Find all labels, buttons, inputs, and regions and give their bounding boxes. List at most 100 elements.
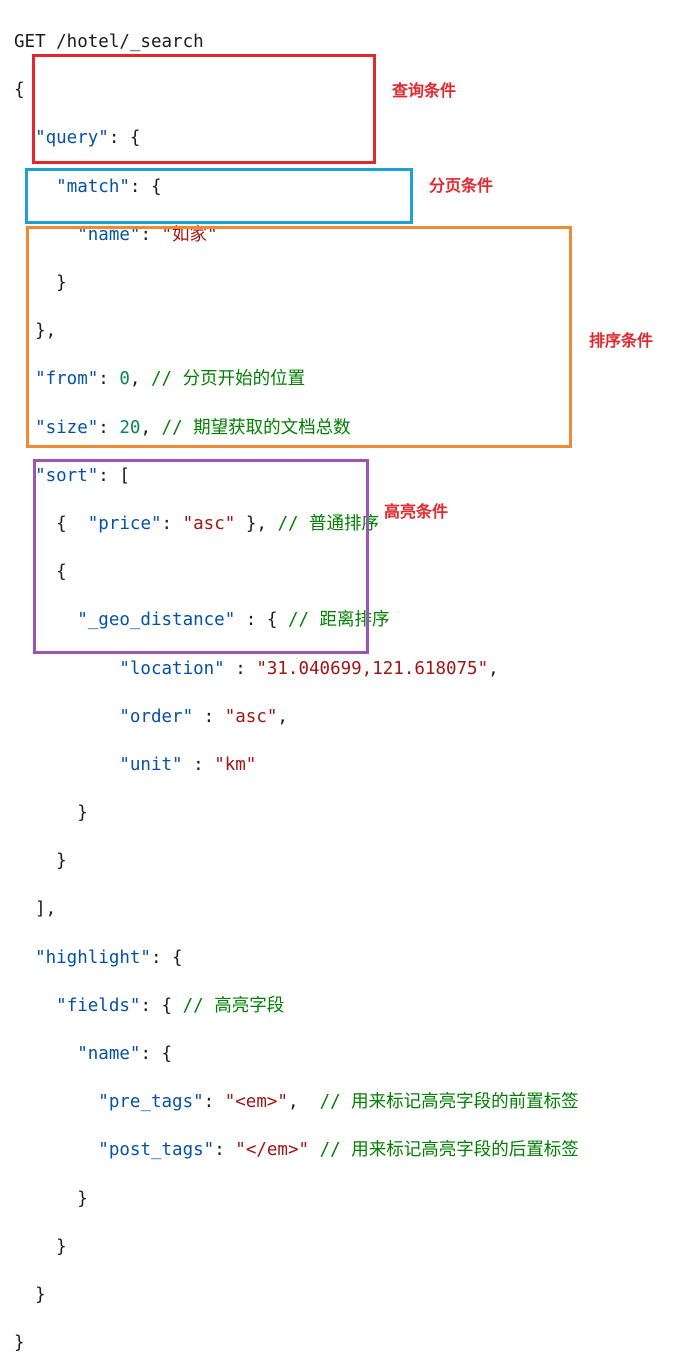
code-line-11: { "price": "asc" }, // 普通排序 — [14, 512, 579, 536]
code-line-18: } — [14, 849, 579, 873]
code-line-12: { — [14, 560, 579, 584]
price-value: "asc" — [182, 513, 236, 534]
highlight-section-box — [33, 459, 369, 654]
open-brace: { — [56, 562, 67, 583]
code-line-23: "pre_tags": "<em>", // 用来标记高亮字段的前置标签 — [14, 1090, 579, 1114]
highlight-key: "highlight" — [35, 947, 151, 968]
close-bracket: ], — [35, 899, 57, 920]
order-key: "order" — [119, 706, 194, 727]
close-brace: } — [35, 1284, 46, 1305]
punct: { — [56, 513, 88, 534]
punct: : { — [150, 947, 183, 968]
code-line-14: "location" : "31.040699,121.618075", — [14, 657, 579, 681]
code-line-6: } — [14, 271, 579, 295]
punct: : — [182, 754, 215, 775]
code-line-3: "query": { — [14, 126, 579, 150]
punct: }, — [235, 513, 278, 534]
code-line-21: "fields": { // 高亮字段 — [14, 994, 579, 1018]
query-condition-label: 查询条件 — [392, 81, 457, 100]
name-value: "如家" — [161, 224, 218, 245]
code-line-13: "_geo_distance" : { // 距离排序 — [14, 608, 579, 632]
post-tags-value: "</em>" — [235, 1140, 310, 1161]
code-line-1: GET /hotel/_search — [14, 30, 579, 54]
from-value: 0 — [119, 369, 130, 390]
match-key: "match" — [56, 176, 130, 197]
geo-distance-key: "_geo_distance" — [77, 610, 236, 631]
code-line-9: "size": 20, // 期望获取的文档总数 — [14, 416, 579, 440]
sort-section-box — [26, 226, 572, 448]
query-section-box — [32, 54, 376, 164]
punct: : — [98, 369, 120, 390]
close-brace: } — [56, 273, 67, 294]
punct: : — [224, 658, 257, 679]
punct: : { — [129, 176, 162, 197]
from-comment: // 分页开始的位置 — [151, 369, 306, 390]
close-brace: } — [56, 851, 67, 872]
pre-tags-key: "pre_tags" — [98, 1092, 204, 1113]
punct: : [ — [98, 465, 130, 486]
punct: , — [140, 417, 162, 438]
punct: : — [98, 417, 120, 438]
name-key: "name" — [77, 224, 141, 245]
request-line: GET /hotel/_search — [14, 32, 204, 53]
punct: : { — [108, 128, 141, 149]
query-key: "query" — [35, 128, 109, 149]
pre-tags-value: "<em>" — [224, 1092, 288, 1113]
pagination-section-box — [25, 168, 413, 224]
code-line-26: } — [14, 1235, 579, 1259]
code-line-27: } — [14, 1283, 579, 1307]
post-tags-key: "post_tags" — [98, 1140, 215, 1161]
pagination-condition-label: 分页条件 — [429, 176, 494, 195]
close-brace: } — [77, 803, 88, 824]
punct: : { — [235, 610, 288, 631]
open-brace: { — [14, 80, 25, 101]
order-value: "asc" — [224, 706, 278, 727]
code-line-4: "match": { — [14, 175, 579, 199]
close-brace: } — [56, 1236, 67, 1257]
pre-tags-comment: // 用来标记高亮字段的前置标签 — [319, 1092, 579, 1113]
close-brace: } — [77, 1188, 88, 1209]
code-line-24: "post_tags": "</em>" // 用来标记高亮字段的后置标签 — [14, 1138, 579, 1162]
code-line-17: } — [14, 801, 579, 825]
price-key: "price" — [87, 513, 162, 534]
code-line-7: }, — [14, 319, 579, 343]
punct: : — [161, 513, 183, 534]
close-brace: }, — [35, 321, 57, 342]
code-line-22: "name": { — [14, 1042, 579, 1066]
code-line-16: "unit" : "km" — [14, 753, 579, 777]
punct: : — [140, 224, 162, 245]
sort-key: "sort" — [35, 465, 99, 486]
fields-comment: // 高亮字段 — [182, 995, 285, 1016]
location-key: "location" — [119, 658, 225, 679]
code-line-8: "from": 0, // 分页开始的位置 — [14, 367, 579, 391]
punct: , — [129, 369, 151, 390]
punct: : { — [140, 995, 183, 1016]
punct — [309, 1140, 320, 1160]
size-key: "size" — [35, 417, 99, 438]
code-line-19: ], — [14, 897, 579, 921]
fields-key: "fields" — [56, 995, 141, 1016]
code-line-2: { — [14, 78, 579, 102]
sort-condition-label: 排序条件 — [589, 331, 654, 350]
punct: , — [277, 706, 288, 727]
code-line-5: "name": "如家" — [14, 223, 579, 247]
price-comment: // 普通排序 — [277, 513, 380, 534]
code-line-15: "order" : "asc", — [14, 705, 579, 729]
location-value: "31.040699,121.618075" — [256, 658, 489, 679]
unit-value: "km" — [214, 754, 257, 775]
size-value: 20 — [119, 417, 141, 438]
size-comment: // 期望获取的文档总数 — [161, 417, 351, 438]
punct: , — [488, 658, 499, 679]
from-key: "from" — [35, 369, 99, 390]
punct: : { — [140, 1044, 173, 1065]
code-line-20: "highlight": { — [14, 946, 579, 970]
code-line-25: } — [14, 1187, 579, 1211]
punct: , — [287, 1092, 320, 1113]
highlight-condition-label: 高亮条件 — [384, 502, 449, 521]
punct: : — [214, 1140, 236, 1161]
punct: : — [193, 706, 225, 727]
code-line-28: } — [14, 1331, 579, 1355]
geo-comment: // 距离排序 — [287, 610, 390, 631]
post-tags-comment: // 用来标记高亮字段的后置标签 — [319, 1140, 579, 1161]
punct: : — [203, 1092, 225, 1113]
